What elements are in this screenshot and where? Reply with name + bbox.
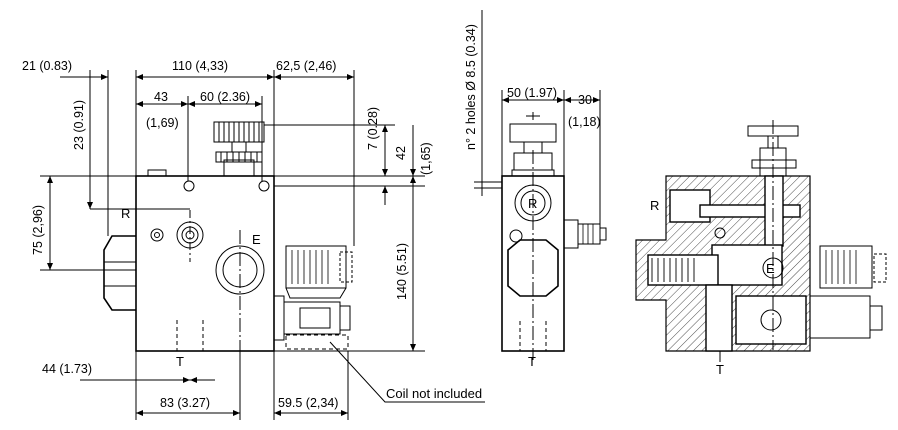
port-e-section: E <box>766 261 775 276</box>
port-r-front: R <box>121 206 130 221</box>
port-t-section: T <box>716 362 724 377</box>
side-knob <box>509 123 557 143</box>
mount-hole-1 <box>183 180 195 192</box>
valve-body <box>135 175 275 352</box>
port-e-front: E <box>252 232 261 247</box>
dim-30-in: (1,18) <box>568 115 601 129</box>
section-view <box>635 120 887 362</box>
dim-110: 110 (4,33) <box>172 59 228 73</box>
e-port <box>215 245 265 295</box>
dim-59: 59.5 (2,34) <box>278 396 338 410</box>
dim-43-in: (1,69) <box>146 116 179 130</box>
dim-30: 30 <box>578 93 592 107</box>
r-port <box>150 228 164 242</box>
top-plug <box>147 169 167 177</box>
dim-42-in: (1,65) <box>419 142 433 175</box>
dim-23: 23 (0.91) <box>72 100 86 150</box>
solenoid-coil <box>285 245 347 289</box>
coil-leader <box>329 341 485 403</box>
port-r-side: R <box>528 196 537 211</box>
dim-140: 140 (5.51) <box>395 243 409 300</box>
dim-44: 44 (1.73) <box>42 362 92 376</box>
mount-hole-2 <box>258 180 270 192</box>
coil-note: Coil not included <box>386 386 482 401</box>
dim-43: 43 <box>154 90 168 104</box>
left-fitting <box>103 235 136 311</box>
side-hex <box>507 239 559 297</box>
holes-note: n° 2 holes Ø 8.5 (0.34) <box>464 24 478 150</box>
dim-21: 21 (0.83) <box>22 59 72 73</box>
dim-75: 75 (2,96) <box>31 205 45 255</box>
port-t-front: T <box>176 354 184 369</box>
side-view <box>474 10 607 360</box>
dim-42: 42 <box>394 146 408 160</box>
dim-62: 62,5 (2,46) <box>276 59 336 73</box>
section-cartridge <box>735 295 807 345</box>
dim-60: 60 (2.36) <box>200 90 250 104</box>
port-t-side: T <box>528 354 536 369</box>
dim-7: 7 (0.28) <box>366 107 380 150</box>
front-view <box>40 70 485 420</box>
dim-50: 50 (1.97) <box>507 86 557 100</box>
section-knob <box>747 125 799 137</box>
port-r-section: R <box>650 198 659 213</box>
cartridge <box>283 301 341 335</box>
section-coil <box>819 245 873 289</box>
dim-83: 83 (3.27) <box>160 396 210 410</box>
